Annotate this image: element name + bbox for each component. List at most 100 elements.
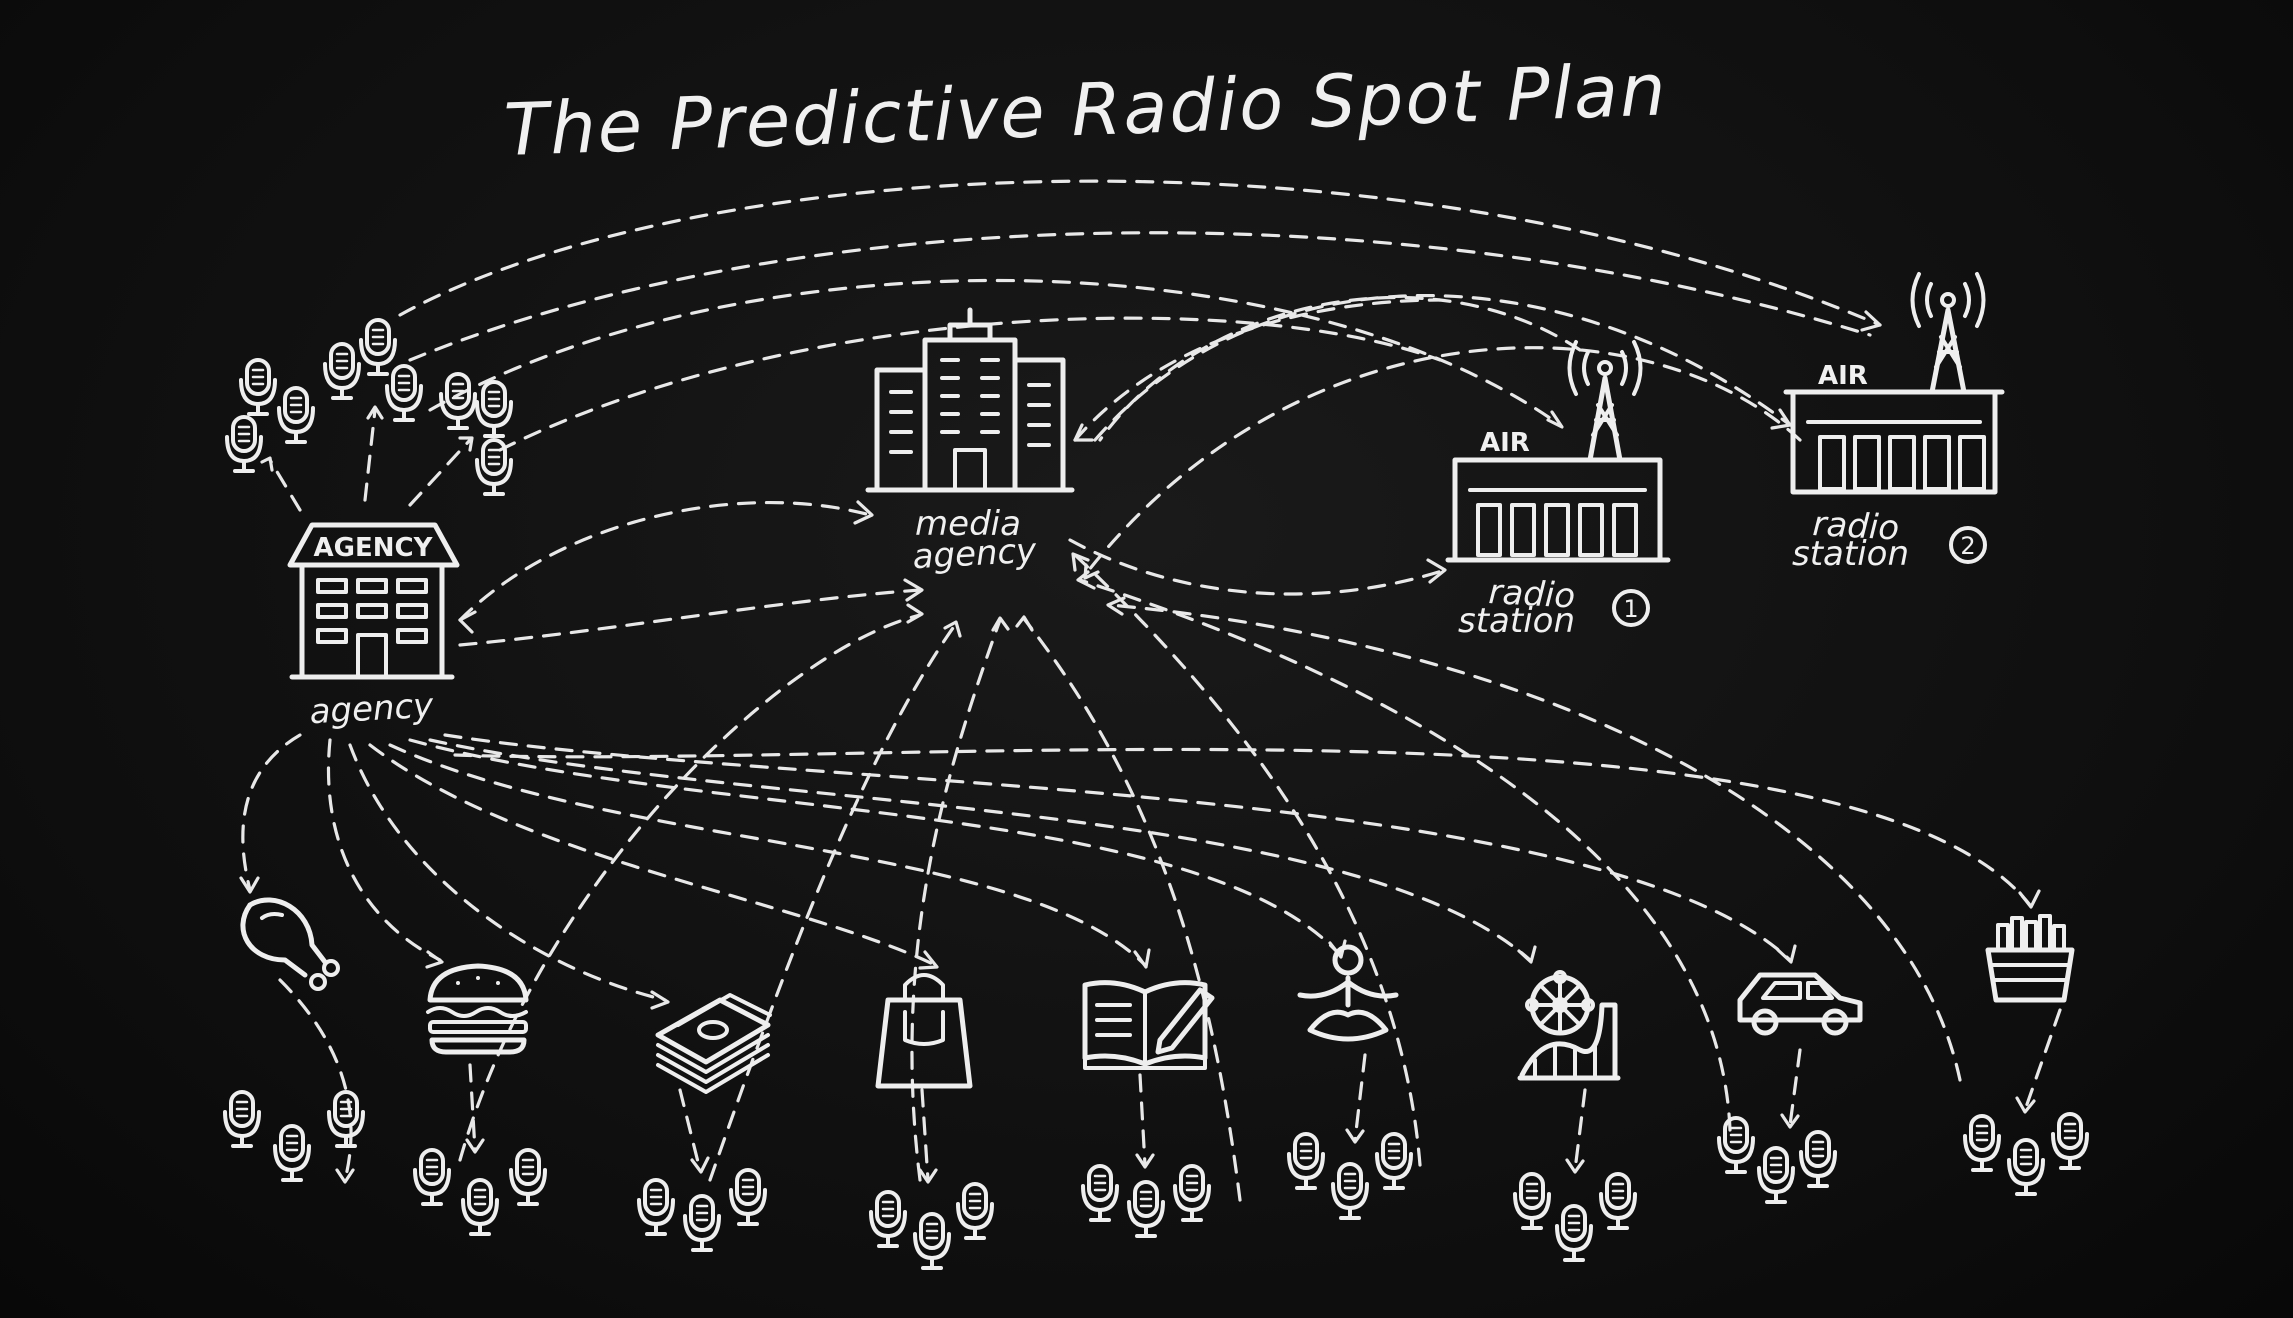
link-agency-park [428,738,1532,962]
station2-number: 2 [1960,532,1975,560]
station1-label-line2: station [1458,601,1575,641]
office-tower-icon [865,307,1075,493]
radio-tower-icon [1567,340,1643,463]
microphone-icon [1717,1116,1755,1174]
link-fries-mics [2023,1008,2062,1112]
diagram-title: The Predictive Radio Spot Plan [503,47,1669,172]
microphone-icon [956,1182,994,1240]
mic-cluster-park [1513,1172,1637,1262]
open-book-icon [1082,980,1215,1070]
link-fries-media [1108,603,1962,1082]
studio-building-icon [1445,457,1671,563]
microphone-icon [1287,1132,1325,1190]
microphone-icon [913,1212,951,1270]
money-stack-icon [655,993,772,1094]
link-mics-station2-b [408,231,1872,362]
microphone-icon [475,380,513,438]
microphone-icon [1375,1132,1413,1190]
agency-sign: AGENCY [314,533,434,563]
microphone-icon [1081,1164,1119,1222]
link-station1-media [1098,295,1582,442]
link-mics-station1-a [428,278,1562,427]
agency-node: AGENCY agency [287,522,460,732]
station2-sign: AIR [1818,361,1868,391]
microphone-icon [323,342,361,400]
connections [241,179,2062,1202]
microphone-icon [729,1168,767,1226]
media-agency-label-line2: agency [912,531,1038,577]
station2-number-circle [1949,526,1987,564]
radio-tower-icon [1910,272,1986,395]
link-agency-fries [453,747,2032,907]
microphone-icon [239,358,277,416]
mic-cluster-money [637,1168,767,1252]
link-agency-mic-mid [363,408,377,502]
amusement-park-icon [1517,970,1621,1081]
microphone-icon [1127,1180,1165,1238]
meditation-icon [1297,944,1399,1042]
link-burger-mics [468,1063,477,1152]
link-agency-burger [326,738,442,962]
microphone-icon [683,1194,721,1252]
station1-label-line1: radio [1488,572,1577,616]
microphone-icon [1757,1146,1795,1204]
microphone-icon [277,386,315,444]
link-agency-car [443,733,1792,962]
studio-building-icon [1783,389,2005,495]
microphone-icon [509,1148,547,1206]
agency-building-icon [287,522,460,680]
link-book-mics [1138,1073,1147,1167]
mic-cluster-burger [413,1148,547,1236]
microphone-icon [637,1178,675,1236]
microphone-icon [1599,1172,1637,1230]
link-money-media [458,613,922,1162]
microphone-icon [359,318,397,376]
microphone-icon [475,438,513,496]
mic-cluster-meditation [1287,1132,1413,1220]
link-agency-bag [368,743,937,967]
microphone-icon [1173,1164,1211,1222]
link-car-mics [1788,1048,1802,1127]
radio-station-2-node: AIR radio station 2 [1783,272,2005,574]
microphone-icon [1555,1204,1593,1262]
microphone-icon [273,1124,311,1182]
car-icon [1737,972,1863,1036]
microphone-icon [327,1090,365,1148]
link-agency-mic-left [268,458,302,512]
mic-cluster-bag [869,1182,994,1270]
chicken-leg-icon [240,897,340,991]
link-chicken-mics [278,978,353,1182]
mic-cluster-car [1717,1116,1837,1204]
link-agency-mic-right [408,438,472,507]
arrowheads [239,310,2041,1184]
radio-station-1-node: AIR radio station 1 [1445,340,1671,641]
link-car-media [1078,578,1732,1132]
mic-cluster-book [1081,1164,1211,1238]
shopping-bag-icon [875,973,973,1089]
link-bag-media [708,623,957,1182]
station1-number: 1 [1623,595,1638,623]
link-agency-chicken [241,733,302,892]
link-agency-book [388,743,1147,967]
link-book-media [910,618,1002,1182]
mic-cluster-fries [1963,1112,2089,1196]
link-bag-mics [920,1088,930,1182]
burger-icon [426,963,529,1055]
link-media-station1-high [1073,298,1442,442]
media-agency-label-line1: media [915,504,1021,544]
microphone-icon [461,1178,499,1236]
microphone-icon [869,1190,907,1248]
microphone-icon [1331,1162,1369,1220]
mic-cluster-chicken [223,1090,365,1182]
station2-label-line1: radio [1812,504,1901,548]
agency-label: agency [309,686,435,732]
link-meditation-mics [1353,1053,1367,1142]
station1-number-circle [1612,589,1650,627]
link-money-mics [678,1088,702,1172]
microphone-icon [439,372,477,430]
link-meditation-media [1023,618,1242,1202]
link-park-mics [1573,1088,1587,1172]
microphone-icon [385,364,423,422]
